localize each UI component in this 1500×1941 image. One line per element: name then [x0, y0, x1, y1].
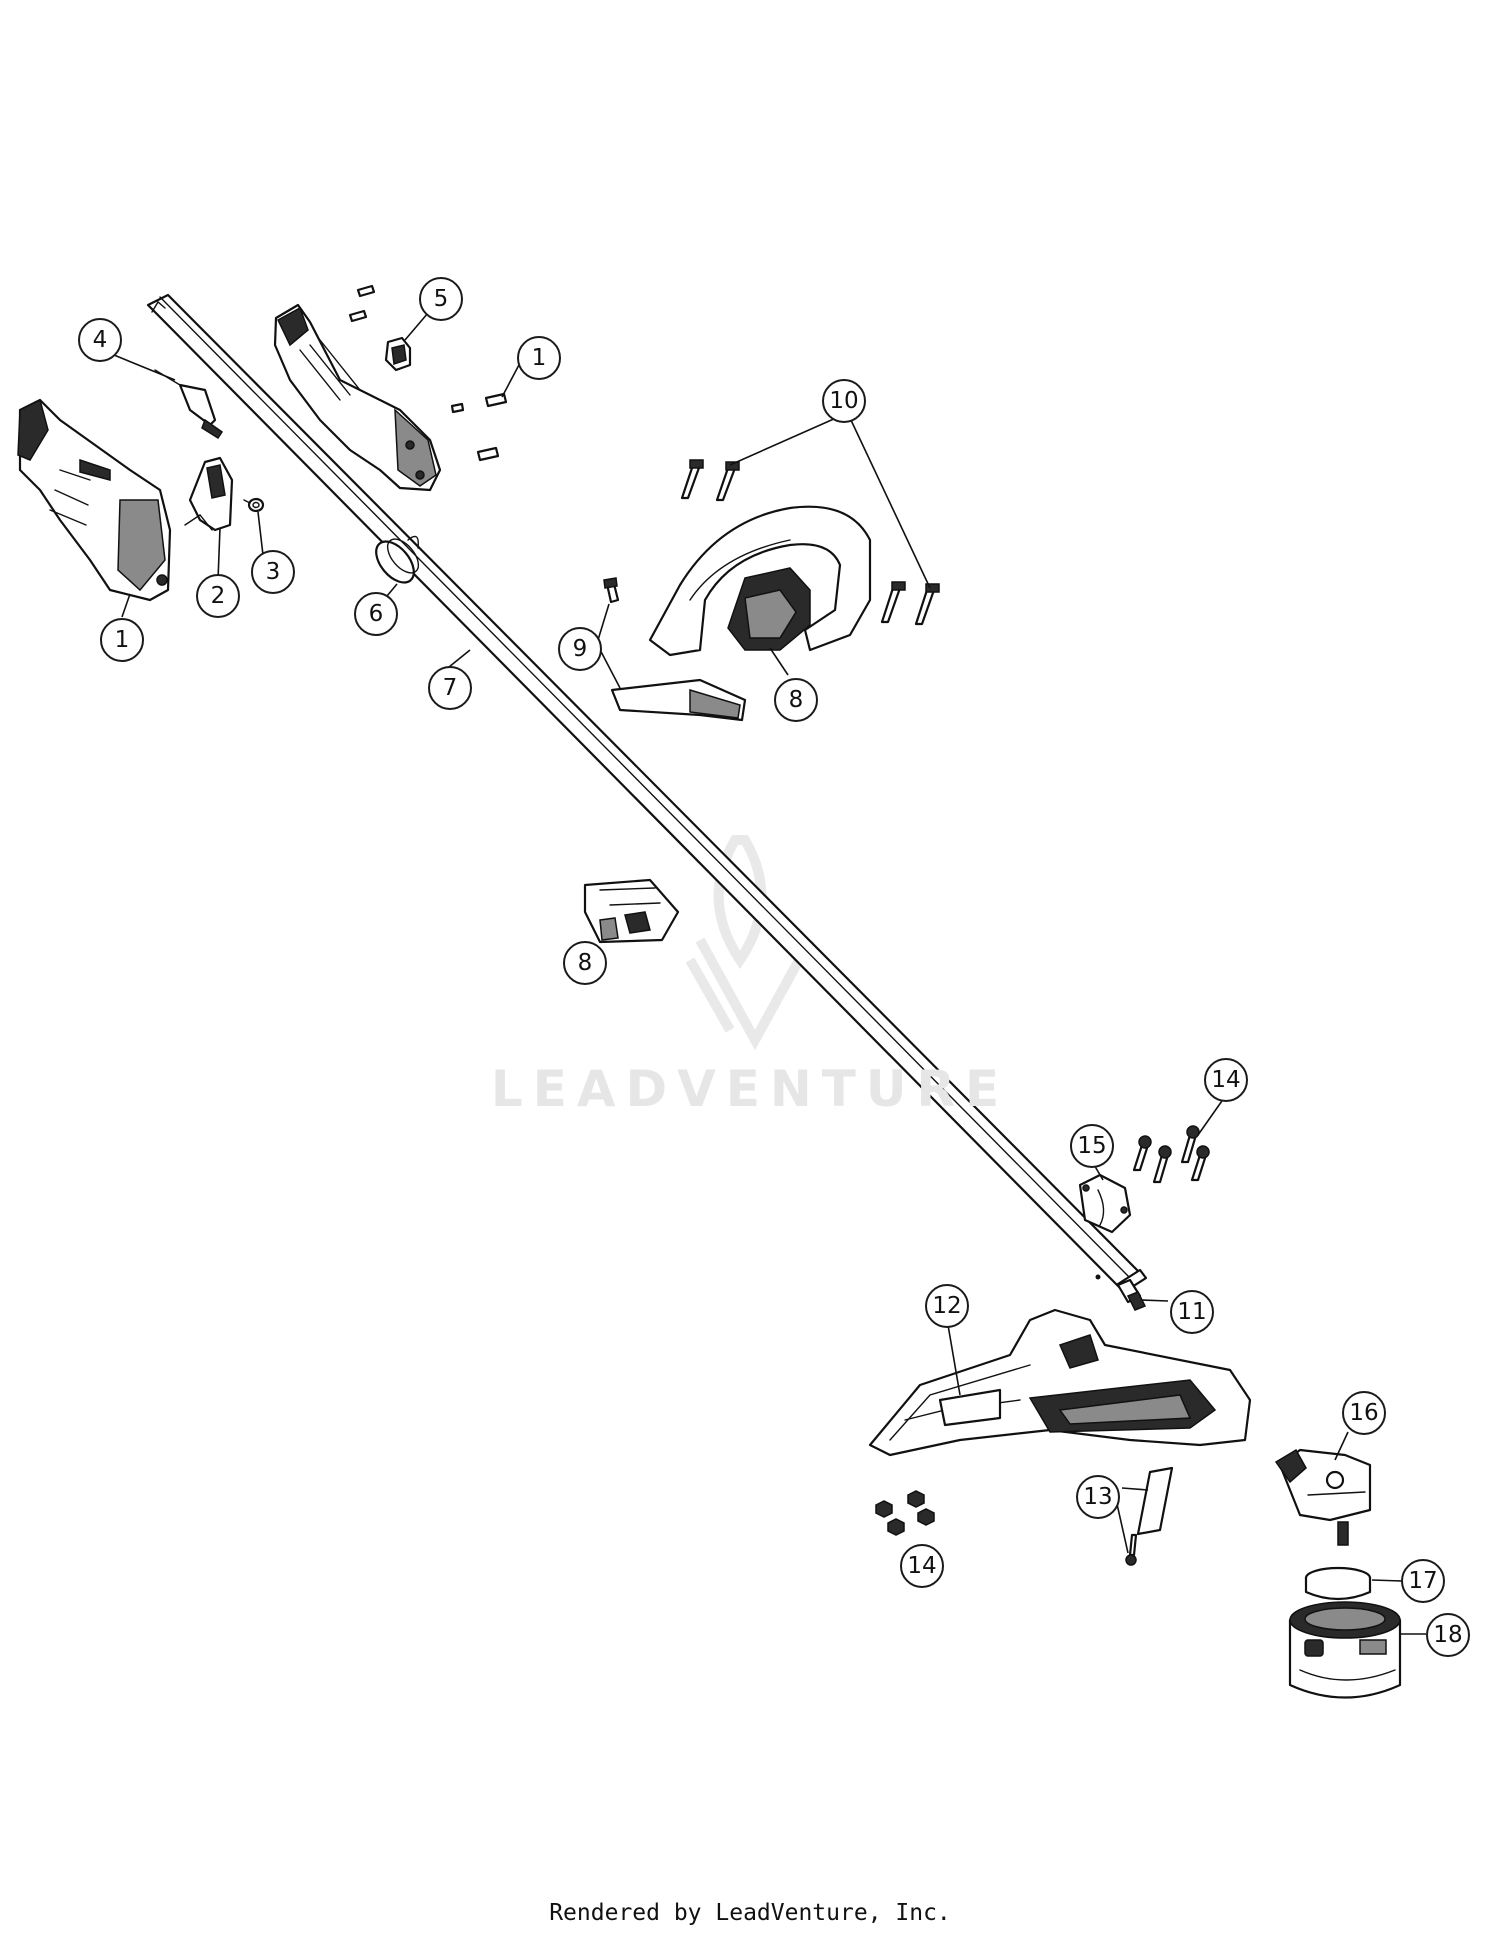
- grass-guard: [868, 1308, 1252, 1457]
- svg-text:12: 12: [932, 1293, 961, 1319]
- callout-4: 4: [78, 318, 122, 362]
- svg-text:10: 10: [829, 388, 858, 414]
- callout-13: 13: [1076, 1475, 1120, 1519]
- callout-11: 11: [1170, 1290, 1214, 1334]
- callout-14-upper: 14: [1204, 1058, 1248, 1102]
- callout-18: 18: [1426, 1613, 1470, 1657]
- svg-text:1: 1: [115, 627, 130, 653]
- svg-text:3: 3: [266, 559, 281, 585]
- callout-10: 10: [822, 379, 866, 423]
- assist-handle-screws: [680, 459, 940, 626]
- svg-text:13: 13: [1083, 1484, 1112, 1510]
- callout-15: 15: [1070, 1124, 1114, 1168]
- svg-text:5: 5: [434, 286, 449, 312]
- clamp-ring: [375, 535, 420, 584]
- trigger-spring: [243, 497, 265, 513]
- handle-housing-right: [273, 303, 442, 492]
- svg-text:11: 11: [1177, 1299, 1206, 1325]
- leader-lines: [113, 312, 1426, 1635]
- guard-nuts: [875, 1490, 935, 1536]
- gear-head: [1274, 1448, 1372, 1546]
- footer-credit: Rendered by LeadVenture, Inc.: [549, 1900, 951, 1926]
- callout-2: 2: [196, 574, 240, 618]
- handle-bolt: [603, 577, 620, 604]
- svg-text:14: 14: [1211, 1067, 1240, 1093]
- callout-3: 3: [251, 550, 295, 594]
- svg-text:7: 7: [443, 675, 458, 701]
- wire-harness: [154, 369, 224, 440]
- callout-16: 16: [1342, 1391, 1386, 1435]
- blade-screw: [1125, 1533, 1138, 1566]
- assist-handle: [648, 505, 872, 657]
- svg-text:9: 9: [573, 636, 588, 662]
- svg-text:6: 6: [369, 601, 384, 627]
- watermark-text: LEADVENTURE: [490, 1060, 1010, 1118]
- callout-5: 5: [419, 277, 463, 321]
- shaft-bracket: [583, 878, 680, 944]
- shaft-hook-end: [151, 300, 166, 313]
- callout-12: 12: [925, 1284, 969, 1328]
- svg-text:1: 1: [532, 345, 547, 371]
- line-cutter-blade: [1136, 1466, 1174, 1536]
- trimmer-spool-head: [1288, 1601, 1402, 1699]
- trigger: [184, 456, 234, 532]
- callout-7: 7: [428, 666, 472, 710]
- switch-module: [384, 336, 412, 372]
- callout-1-upper: 1: [517, 336, 561, 380]
- spool-washer: [1304, 1566, 1372, 1601]
- callout-17: 17: [1401, 1559, 1445, 1603]
- svg-text:14: 14: [907, 1553, 936, 1579]
- callout-14-lower: 14: [900, 1544, 944, 1588]
- handle-screws: [348, 284, 508, 462]
- svg-text:8: 8: [789, 687, 804, 713]
- svg-text:16: 16: [1349, 1400, 1378, 1426]
- svg-text:17: 17: [1408, 1568, 1437, 1594]
- handle-housing-left: [17, 398, 172, 602]
- svg-text:8: 8: [578, 950, 593, 976]
- callout-8-lower: 8: [563, 941, 607, 985]
- handle-bracket-lower: [610, 678, 747, 722]
- drive-coupler: [1116, 1278, 1147, 1311]
- svg-text:2: 2: [211, 583, 226, 609]
- svg-text:18: 18: [1433, 1622, 1462, 1648]
- callout-9: 9: [558, 627, 602, 671]
- svg-text:15: 15: [1077, 1133, 1106, 1159]
- callout-8-upper: 8: [774, 678, 818, 722]
- shaft-tube: [146, 293, 1148, 1294]
- callout-6: 6: [354, 592, 398, 636]
- callout-1-lower: 1: [100, 618, 144, 662]
- guard-screws: [1132, 1125, 1210, 1184]
- svg-text:4: 4: [93, 327, 108, 353]
